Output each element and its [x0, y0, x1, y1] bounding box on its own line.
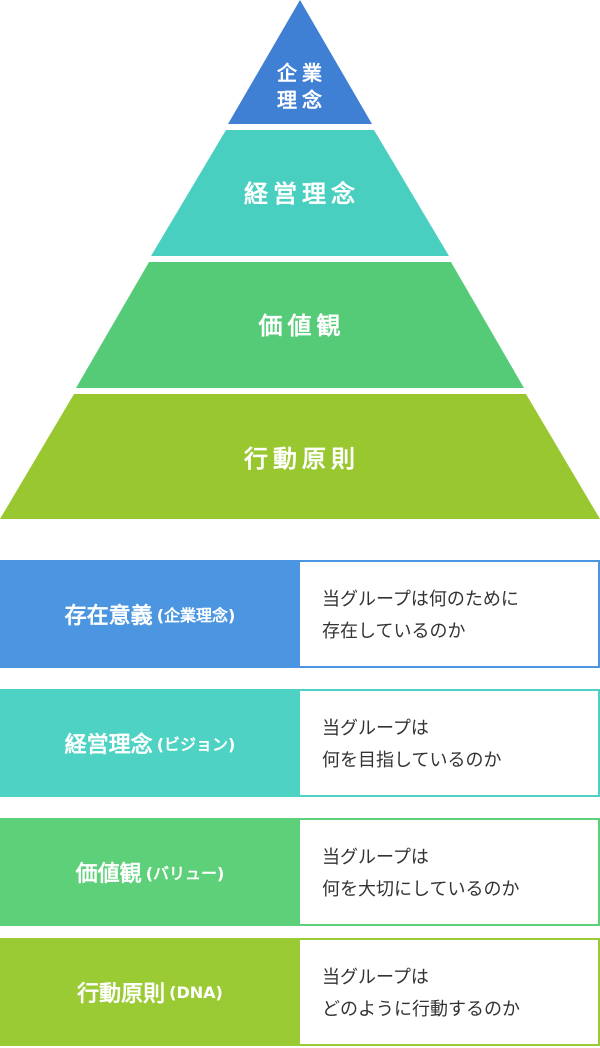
row-label: 行動原則 (DNA) [0, 938, 300, 1046]
row-description-line2: 何を目指しているのか [322, 750, 502, 771]
pyramid-diagram: 企業 理念 経営理念 価値観 行動原則 [0, 0, 600, 519]
pyramid-label-values: 価値観 [258, 312, 346, 340]
row-title: 価値観 [75, 862, 142, 887]
pyramid-level-management-philosophy [151, 130, 449, 256]
row-label: 存在意義 (企業理念) [0, 560, 300, 668]
definition-row-dna: 行動原則 (DNA) 当グループは どのように行動するのか [0, 938, 600, 1046]
definition-row-purpose: 存在意義 (企業理念) 当グループは何のために 存在しているのか [0, 560, 600, 668]
pyramid-label-management: 経営理念 [244, 180, 360, 208]
row-description-line2: どのように行動するのか [322, 999, 520, 1020]
definition-row-values: 価値観 (バリュー) 当グループは 何を大切にしているのか [0, 818, 600, 926]
row-subtitle: (企業理念) [156, 606, 236, 625]
row-description-line2: 何を大切にしているのか [322, 879, 520, 900]
pyramid-level-values [76, 262, 524, 388]
row-title: 行動原則 [77, 982, 166, 1007]
row-title: 経営理念 [64, 733, 153, 758]
pyramid-level-principles [0, 394, 600, 519]
row-subtitle: (DNA) [169, 982, 223, 1002]
row-label: 経営理念 (ビジョン) [0, 689, 300, 797]
row-subtitle: (ビジョン) [156, 735, 236, 754]
row-description: 当グループは 何を大切にしているのか [300, 818, 600, 926]
row-label: 価値観 (バリュー) [0, 818, 300, 926]
definition-row-vision: 経営理念 (ビジョン) 当グループは 何を目指しているのか [0, 689, 600, 797]
pyramid-level-corporate-philosophy [228, 0, 372, 124]
row-description-line1: 当グループは何のために [322, 589, 519, 610]
row-title: 存在意義 [64, 604, 153, 629]
pyramid-label-principles: 行動原則 [243, 445, 360, 473]
pyramid-label-corporate-line1: 企業 [276, 61, 327, 85]
row-description-line2: 存在しているのか [322, 621, 466, 642]
row-description: 当グループは 何を目指しているのか [300, 689, 600, 797]
row-subtitle: (バリュー) [145, 864, 225, 883]
row-description-line1: 当グループは [322, 967, 429, 988]
row-description-line1: 当グループは [322, 718, 429, 739]
row-description: 当グループは どのように行動するのか [300, 938, 600, 1046]
pyramid-label-corporate-line2: 理念 [277, 88, 327, 112]
row-description: 当グループは何のために 存在しているのか [300, 560, 600, 668]
row-description-line1: 当グループは [322, 847, 429, 868]
